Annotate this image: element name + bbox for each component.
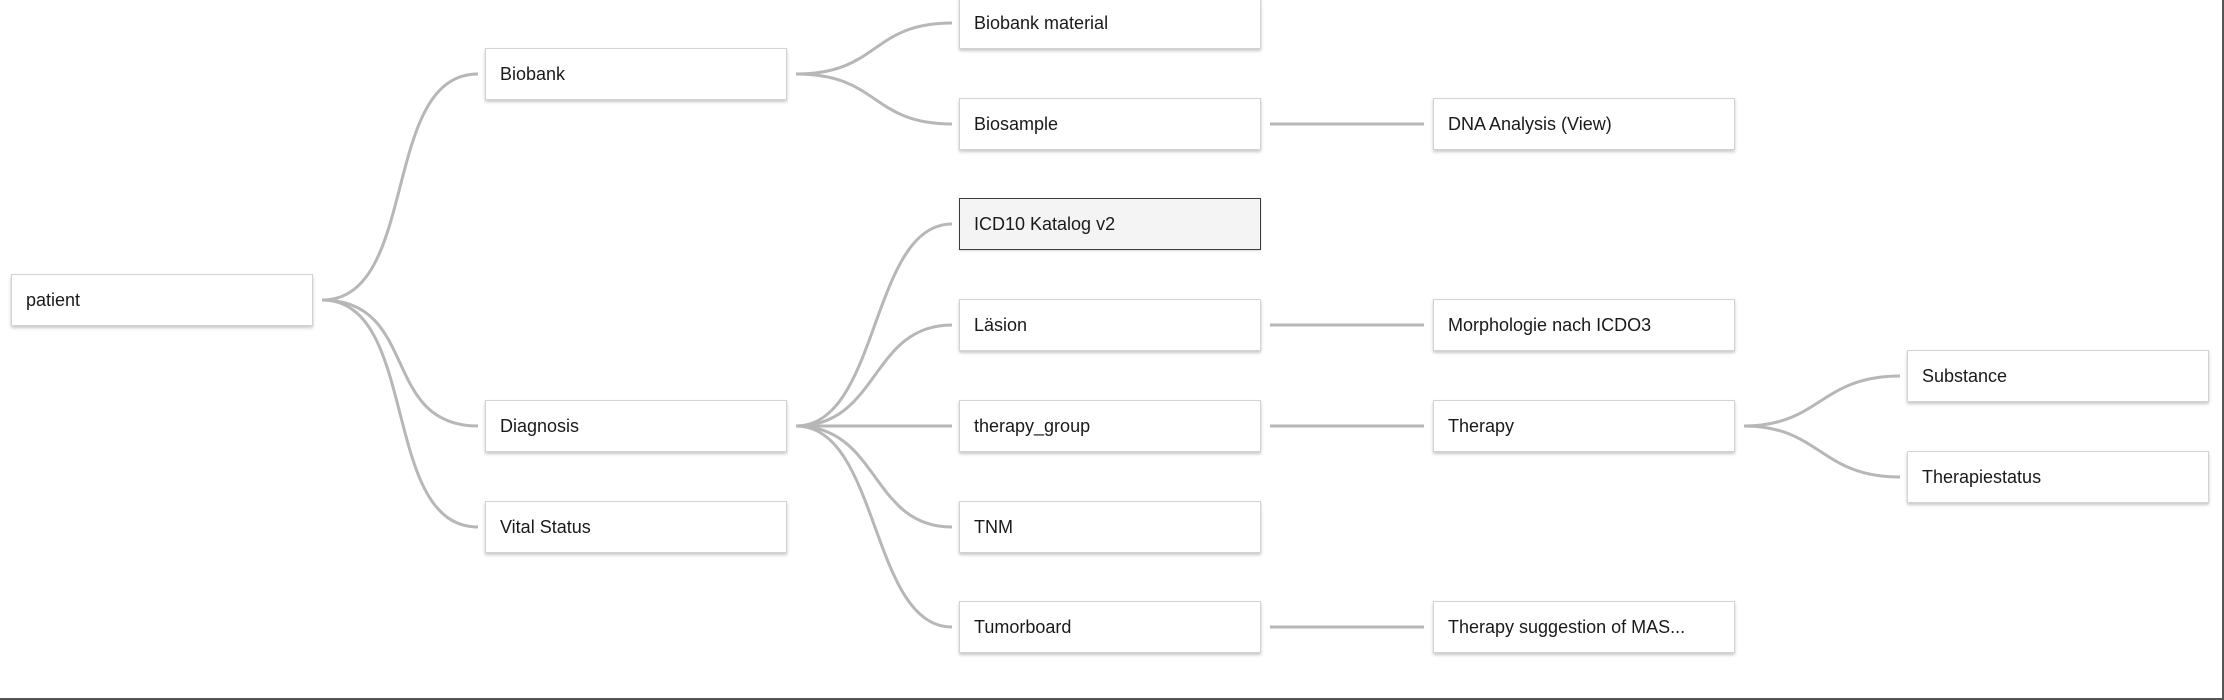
tree-node-label: Biobank <box>500 63 566 84</box>
connector-patient-diagnosis <box>321 298 479 428</box>
tree-node-biosample[interactable]: Biosample <box>959 98 1261 150</box>
tree-node-biobank[interactable]: Biobank <box>485 48 787 100</box>
connector-diagnosis-tumorboard <box>795 424 953 629</box>
tree-node-patient[interactable]: patient <box>11 274 313 326</box>
connector-therapy-substance <box>1743 374 1901 428</box>
tree-node-therapy-suggestion[interactable]: Therapy suggestion of MAS... <box>1433 601 1735 653</box>
tree-node-diagnosis[interactable]: Diagnosis <box>485 400 787 452</box>
tree-node-therapiestatus[interactable]: Therapiestatus <box>1907 451 2209 503</box>
tree-node-label: Läsion <box>974 314 1028 335</box>
tree-node-morphologie-nach-icdo3[interactable]: Morphologie nach ICDO3 <box>1433 299 1735 351</box>
tree-node-label: Therapy <box>1448 415 1515 436</box>
tree-node-icd10-katalog-v2[interactable]: ICD10 Katalog v2 <box>959 198 1261 250</box>
tree-node-label: therapy_group <box>974 415 1091 436</box>
tree-node-tumorboard[interactable]: Tumorboard <box>959 601 1261 653</box>
tree-node-label: Diagnosis <box>500 415 580 436</box>
tree-node-therapy-group[interactable]: therapy_group <box>959 400 1261 452</box>
tree-node-lasion[interactable]: Läsion <box>959 299 1261 351</box>
tree-node-tnm[interactable]: TNM <box>959 501 1261 553</box>
tree-node-label: Biobank material <box>974 12 1109 33</box>
connector-biobank-material <box>795 21 953 76</box>
tree-node-label: Vital Status <box>500 516 591 537</box>
connector-therapy-therapiestatus <box>1743 424 1901 479</box>
tree-node-label: DNA Analysis (View) <box>1448 113 1612 134</box>
tree-node-label: TNM <box>974 516 1013 537</box>
tree-node-label: Therapy suggestion of MAS... <box>1448 616 1686 637</box>
connector-diagnosis-tnm <box>795 424 953 529</box>
connector-patient-biobank <box>321 72 479 302</box>
tree-node-label: Morphologie nach ICDO3 <box>1448 314 1652 335</box>
connector-diagnosis-lasion <box>795 323 953 428</box>
tree-node-label: Tumorboard <box>974 616 1072 637</box>
tree-node-label: Substance <box>1922 365 2008 386</box>
connector-diagnosis-icd10 <box>795 222 953 428</box>
tree-node-label: patient <box>26 289 81 310</box>
tree-node-vital-status[interactable]: Vital Status <box>485 501 787 553</box>
tree-node-dna-analysis-view[interactable]: DNA Analysis (View) <box>1433 98 1735 150</box>
connector-biobank-biosample <box>795 72 953 126</box>
tree-node-biobank-material[interactable]: Biobank material <box>959 0 1261 49</box>
connector-patient-vital-status <box>321 298 479 529</box>
tree-node-label: ICD10 Katalog v2 <box>974 213 1116 234</box>
tree-node-label: Therapiestatus <box>1922 466 2042 487</box>
tree-node-therapy[interactable]: Therapy <box>1433 400 1735 452</box>
tree-node-label: Biosample <box>974 113 1059 134</box>
tree-node-substance[interactable]: Substance <box>1907 350 2209 402</box>
